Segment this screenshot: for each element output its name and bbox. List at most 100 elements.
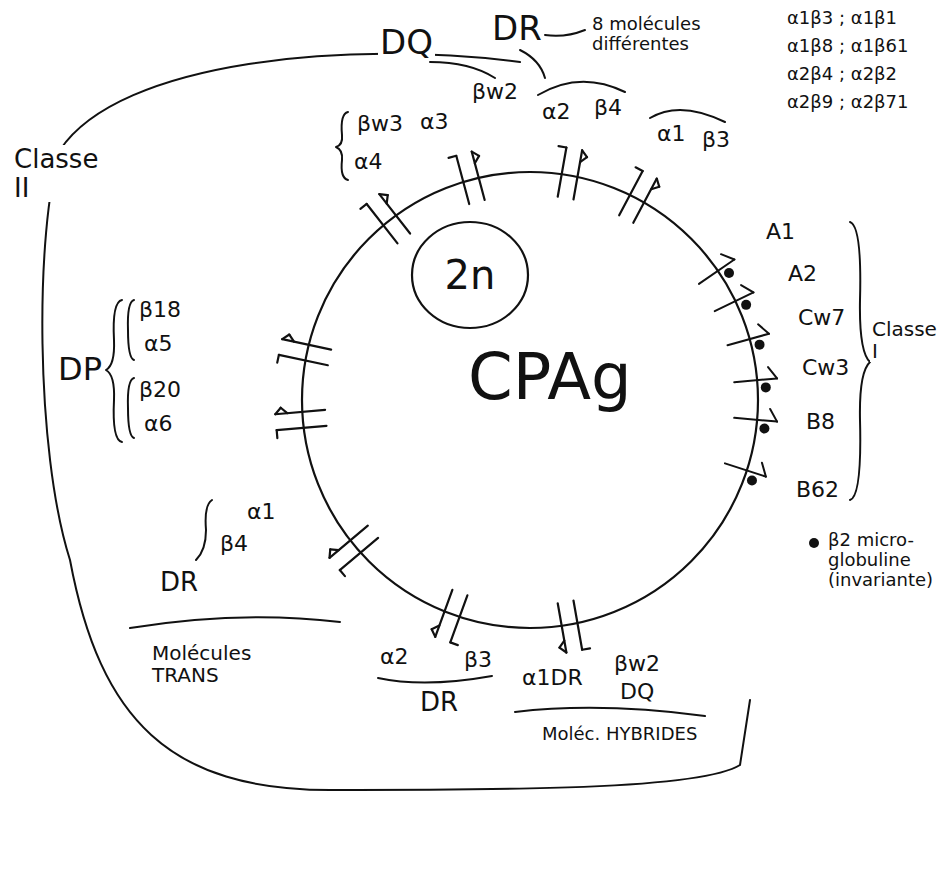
nucleus-label: 2n <box>445 253 496 297</box>
molecule-chain <box>559 648 566 653</box>
brace <box>850 222 870 500</box>
chain-label: β3 <box>462 648 494 672</box>
chain-label: α5 <box>142 332 175 356</box>
bracket <box>378 676 492 683</box>
class-envelope <box>42 54 750 790</box>
beta2-microglobulin-dot <box>759 424 769 434</box>
molecule-chain <box>360 204 366 209</box>
molecule-chain <box>340 570 345 576</box>
group-name: DP <box>56 352 104 387</box>
molecule-chain <box>277 426 327 430</box>
molecule-chain <box>734 418 777 422</box>
chain-label: Cw3 <box>800 356 851 380</box>
chain-label: Classe I <box>870 318 942 362</box>
molecule-chain <box>721 254 734 259</box>
molecule-chain <box>758 324 769 333</box>
molecule-chain <box>432 629 436 637</box>
chain-label: α4 <box>352 150 385 174</box>
chain-label: βw2 <box>612 652 662 676</box>
molecule-chain <box>387 195 388 203</box>
nucleus: 2n <box>410 220 530 330</box>
chain-label: α2 <box>378 645 411 669</box>
chain-label: A1 <box>764 220 797 244</box>
chain-label: β4 <box>218 532 250 556</box>
molecule-chain <box>275 408 280 415</box>
chain-label: DQ <box>618 680 656 704</box>
brace <box>336 112 348 180</box>
molecule-chain <box>558 603 567 652</box>
molecule-chain <box>281 408 288 413</box>
molecule-chain <box>741 285 753 292</box>
molecule-chain <box>573 600 582 649</box>
legend-text: β2 micro-globuline (invariante) <box>826 530 938 589</box>
beta2-microglobulin-dot <box>761 382 771 392</box>
chain-label: βw3 <box>355 112 405 136</box>
brace <box>128 300 134 360</box>
molecule-chain <box>432 626 440 630</box>
molecule-chain <box>379 194 387 195</box>
list-item: α2β9 ; α2β71 <box>785 92 910 112</box>
list-item: α2β4 ; α2β2 <box>785 64 899 84</box>
molecule-chain <box>582 648 590 649</box>
molecule-chain <box>633 179 656 223</box>
molecule-chain <box>449 156 457 158</box>
molecule-chain <box>328 549 331 557</box>
bracket <box>538 82 625 95</box>
molecule-chain <box>699 260 734 284</box>
beta2-microglobulin-dot <box>741 300 751 310</box>
list-item: α1β8 ; α1β61 <box>785 36 910 56</box>
bracket <box>430 62 495 78</box>
molecule-chain <box>657 179 659 187</box>
cell-membrane: CPAg 2n <box>300 170 760 630</box>
chain-label: α1DR <box>520 666 585 690</box>
molecule-chain <box>475 156 479 163</box>
legend-dot <box>809 538 819 548</box>
molecule-chain <box>580 157 587 162</box>
group-name: DR <box>158 568 200 597</box>
chain-label: α3 <box>418 110 451 134</box>
molecule-chain <box>558 147 567 196</box>
note: 8 molécules différentes <box>590 14 719 54</box>
chain-label: β20 <box>137 378 183 402</box>
bracket <box>650 110 725 122</box>
beta2-microglobulin-dot <box>747 476 757 486</box>
cell-name: CPAg <box>468 342 632 412</box>
molecule-chain <box>472 152 485 200</box>
chain-label: β18 <box>137 298 183 322</box>
chain-label: Moléc. HYBRIDES <box>540 724 699 744</box>
molecule-chain <box>715 292 754 311</box>
molecule-chain <box>282 335 289 340</box>
molecule-chain <box>472 152 479 156</box>
chain-label: Molécules TRANS <box>150 642 274 686</box>
molecule-chain <box>651 187 659 189</box>
beta2-microglobulin-dot <box>724 268 734 278</box>
nucleus-shape <box>412 222 528 328</box>
brace <box>196 500 212 560</box>
bracket <box>130 617 340 628</box>
chain-label: βw2 <box>470 80 520 104</box>
molecule-chain <box>582 150 587 157</box>
molecule-chain <box>768 367 777 378</box>
chain-label: α1 <box>245 500 278 524</box>
molecule-chain <box>276 430 279 438</box>
molecule-chain <box>762 463 766 477</box>
chain-label: α6 <box>142 412 175 436</box>
bracket <box>515 708 705 716</box>
group-name: DR <box>490 10 544 47</box>
bracket <box>520 50 545 78</box>
molecule-chain <box>277 355 279 363</box>
molecule-chain <box>619 171 642 215</box>
molecule-chain <box>573 150 582 199</box>
list-item: α1β3 ; α1β1 <box>785 8 899 28</box>
group-name: Classe II <box>12 145 108 202</box>
group-name: DR <box>418 688 460 717</box>
molecule-chain <box>770 409 777 422</box>
chain-label: A2 <box>786 262 819 286</box>
molecule-chain <box>559 146 567 147</box>
molecule-chain <box>330 548 338 551</box>
molecule-chain <box>282 339 331 349</box>
group-name: DQ <box>378 24 435 61</box>
brace <box>106 300 122 442</box>
cell-membrane-shape <box>302 172 758 628</box>
